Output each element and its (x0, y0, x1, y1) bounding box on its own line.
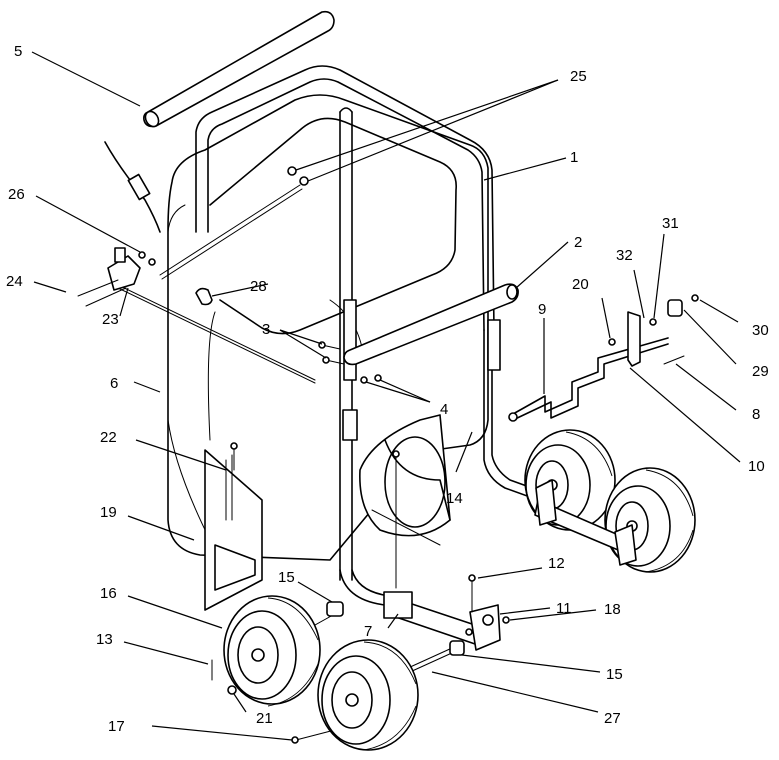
callout-10: 10 (748, 458, 765, 475)
rear-axle (287, 450, 501, 651)
callout-32: 32 (616, 247, 633, 264)
callout-20: 20 (572, 276, 589, 293)
callout-15-lower: 15 (606, 666, 623, 683)
callout-25: 25 (570, 68, 587, 85)
callout-16: 16 (100, 585, 117, 602)
callout-1: 1 (570, 149, 578, 166)
callout-4: 4 (440, 401, 448, 418)
callout-8: 8 (752, 406, 760, 423)
cable-clip (195, 287, 213, 306)
callout-17: 17 (108, 718, 125, 735)
callout-12: 12 (548, 555, 565, 572)
callout-29: 29 (752, 363, 769, 380)
handle-grip-tube (143, 10, 335, 128)
callout-19: 19 (100, 504, 117, 521)
callout-27: 27 (604, 710, 621, 727)
callout-11: 11 (556, 600, 572, 617)
adjust-lever-hardware (608, 294, 699, 367)
callout-labels: 5 25 1 26 31 2 32 24 20 28 9 23 30 3 29 … (6, 43, 769, 735)
height-adjust-rod (508, 337, 685, 422)
callout-7: 7 (364, 623, 372, 640)
mounting-bracket (204, 442, 263, 611)
brake-lever-assembly (77, 141, 161, 307)
front-right-wheel (317, 639, 419, 751)
callout-14: 14 (446, 490, 463, 507)
callout-28: 28 (250, 278, 267, 295)
callout-22: 22 (100, 429, 117, 446)
callout-21: 21 (256, 710, 273, 727)
discharge-chute (359, 414, 451, 546)
callout-2: 2 (574, 234, 582, 251)
leader-lines (31, 51, 741, 741)
callout-18: 18 (604, 601, 621, 618)
callout-26: 26 (8, 186, 25, 203)
callout-3: 3 (262, 321, 270, 338)
cross-brace (343, 283, 519, 366)
callout-15-upper: 15 (278, 569, 295, 586)
callout-13: 13 (96, 631, 113, 648)
axle-pin (407, 616, 510, 673)
callout-5: 5 (14, 43, 22, 60)
front-left-wheel (223, 595, 321, 707)
wheel-pin (211, 659, 237, 695)
callout-24: 24 (6, 273, 23, 290)
handle-frame (195, 65, 561, 606)
rear-axle-bar (534, 479, 637, 566)
callout-9: 9 (538, 301, 546, 318)
callout-31: 31 (662, 215, 679, 232)
callout-6: 6 (110, 375, 118, 392)
callout-30: 30 (752, 322, 769, 339)
callout-23: 23 (102, 311, 119, 328)
